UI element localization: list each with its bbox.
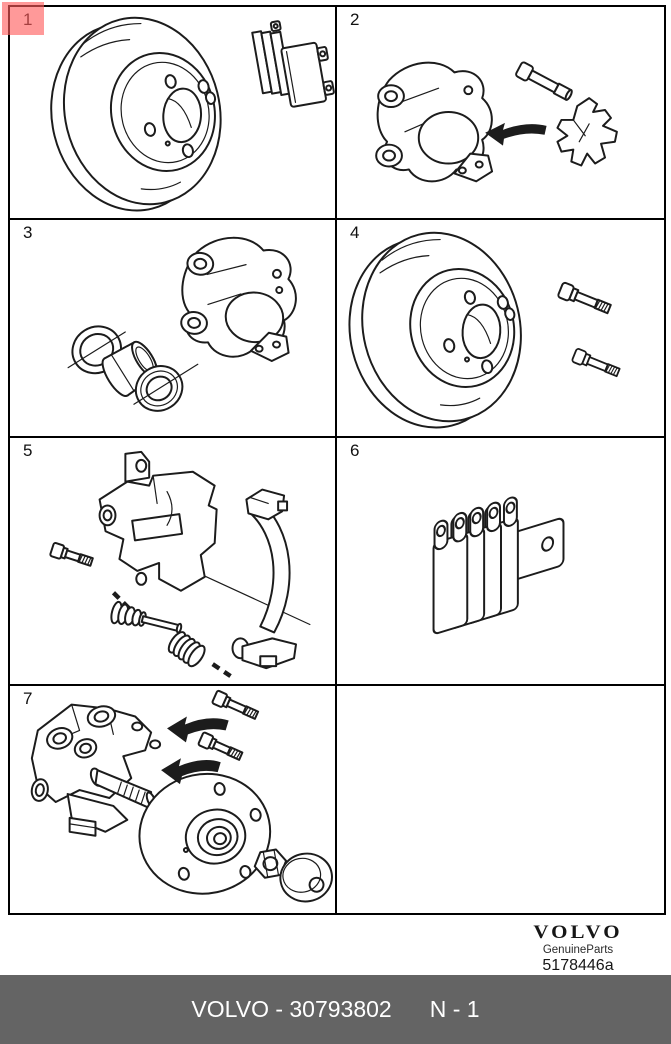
spindle-and-wheel-hub-illustration xyxy=(30,689,333,903)
coil-spring xyxy=(167,631,206,668)
part-number-label: 1 xyxy=(23,10,33,29)
dust-cap xyxy=(279,852,333,903)
direction-arrow xyxy=(485,122,547,146)
part-number-label: 5 xyxy=(23,441,33,460)
genuine-parts-label: GenuineParts xyxy=(542,944,614,956)
disc-bolt xyxy=(571,348,621,378)
caliper-bracket-illustration xyxy=(49,450,311,678)
direction-arrow xyxy=(167,716,229,743)
volvo-logo: VOLVO xyxy=(533,921,623,943)
anti-rattle-spring xyxy=(231,488,297,670)
part-cell-4[interactable]: 4 xyxy=(337,220,664,438)
pad-retaining-clip xyxy=(556,97,618,167)
direction-arrow xyxy=(161,758,221,785)
brake-disc-and-pads-illustration xyxy=(50,16,335,212)
disc-bolt xyxy=(557,281,612,315)
part-cell-6[interactable]: 6 xyxy=(337,438,664,686)
guide-pin-bolt xyxy=(515,61,573,101)
brand-block: VOLVO GenuineParts 5178446a xyxy=(518,920,638,975)
part-cell-5[interactable]: 5 xyxy=(10,438,337,686)
page-indicator: N - 1 xyxy=(429,996,480,1022)
part-number-label: 2 xyxy=(350,10,360,29)
wheel-hub xyxy=(138,772,272,895)
hub-nut xyxy=(253,848,288,879)
bracket-bolt xyxy=(49,542,94,567)
caliper-guide-pin-and-clip-illustration xyxy=(375,61,618,183)
rear-spindle xyxy=(30,703,162,837)
part-number-label: 3 xyxy=(23,223,33,242)
parts-grid: 1 xyxy=(2,2,666,915)
hub-bolt xyxy=(197,731,244,761)
brake-pad xyxy=(280,41,335,108)
part-cell-1[interactable]: 1 xyxy=(2,2,337,220)
empty-cell xyxy=(337,686,664,913)
part-number-label: 4 xyxy=(350,223,360,242)
part-number-label: 7 xyxy=(23,689,33,708)
piston-seal-ring xyxy=(133,363,199,412)
part-cell-2[interactable]: 2 xyxy=(337,7,664,220)
part-number-title: VOLVO - 30793802 xyxy=(191,996,392,1022)
guide-pin-with-boot xyxy=(110,600,183,634)
footer-bar: VOLVO - 30793802 N - 1 xyxy=(0,975,671,1044)
part-cell-7[interactable]: 7 xyxy=(10,686,337,913)
hub-bolt xyxy=(211,689,260,720)
part-cell-3[interactable]: 3 xyxy=(10,220,337,438)
brake-disc-and-bolts-illustration xyxy=(348,231,621,429)
caliper-and-piston-seal-kit-illustration xyxy=(67,236,297,412)
illustration-reference-code: 5178446a xyxy=(542,957,614,974)
part-number-label: 6 xyxy=(350,441,360,460)
brake-pad-set-illustration xyxy=(432,496,565,635)
caliper-bracket xyxy=(98,450,218,592)
